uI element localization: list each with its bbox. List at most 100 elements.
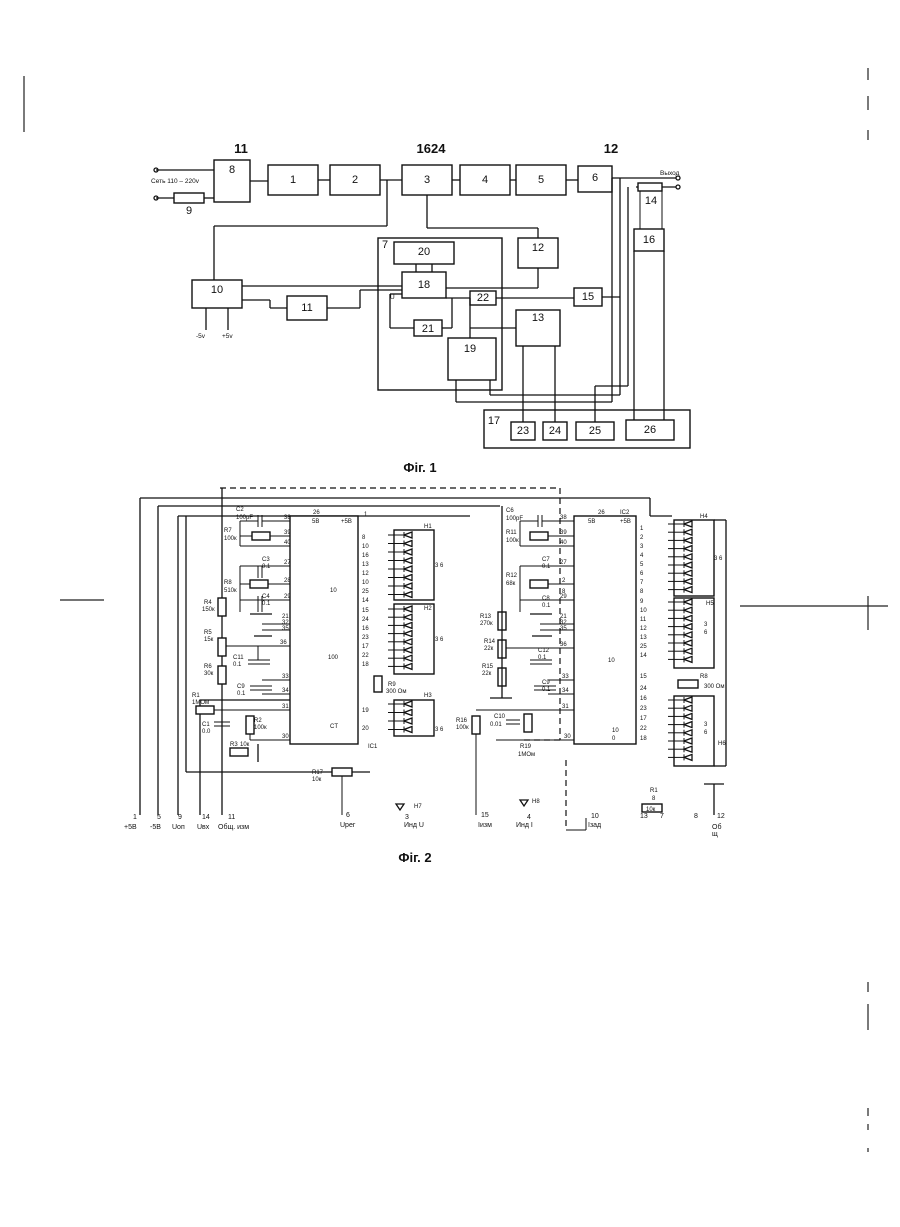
fig1-power-plus: +5v [222,333,233,340]
svg-text:2: 2 [640,535,644,541]
led-segment-h4-4 [684,546,692,552]
fig1-block-22-label: 22 [477,292,489,304]
svg-text:4: 4 [640,553,644,559]
svg-text:6: 6 [704,630,708,636]
comp-r15-ref: R15 [482,664,494,670]
svg-text:16: 16 [640,696,647,702]
led-segment-h4-1 [684,521,692,527]
svg-text:33: 33 [562,674,569,680]
fig1-top-label-1624: 1624 [417,141,447,156]
svg-text:24: 24 [640,686,647,692]
svg-text:19: 19 [362,708,369,714]
svg-text:14: 14 [640,653,647,659]
led-segment-h2-7 [404,655,412,661]
comp-c9-ref: C9 [237,684,245,690]
led-segment-h6-3 [684,713,692,719]
ic1-label-10: 10 [330,588,337,594]
ic1-label-ct: CT [330,724,338,730]
led-segment-h1-8 [404,592,412,598]
fig1-block-9 [174,193,204,203]
comp-c2-val: 100pF [236,515,253,521]
led-h8-label: H8 [532,799,540,805]
terminal-11-label: Общ. изм [218,824,249,831]
fig1-block-25-label: 25 [589,425,601,437]
svg-text:15: 15 [640,674,647,680]
svg-text:35: 35 [560,626,567,632]
svg-text:40: 40 [284,540,291,546]
terminal-1-label: +5B [124,824,137,831]
svg-text:27: 27 [284,560,291,566]
fig1-block-3-label: 3 [424,174,430,186]
fig2-caption: Фіг. 2 [398,850,431,865]
comp-r5-ref: R5 [204,630,212,636]
svg-text:3 6: 3 6 [714,556,723,562]
ic2-left-components: C6 100pF 38 R11 100к 39 40 C7 0.1 27 R12… [456,506,574,815]
svg-text:6: 6 [640,571,644,577]
led-segment-h1-7 [404,583,412,589]
led-segment-h1-6 [404,575,412,581]
svg-text:13: 13 [640,635,647,641]
svg-text:5: 5 [640,562,644,568]
terminal-7-num: 7 [660,813,664,820]
fig1-block-23-label: 23 [517,425,529,437]
svg-text:30: 30 [282,734,289,740]
comp-c11-ref: C11 [233,655,244,661]
led-segment-h3-1 [404,701,412,707]
fig1-top-label-11: 11 [234,141,248,156]
fig1-top-label-12: 12 [604,141,618,156]
svg-text:13: 13 [362,562,369,568]
svg-text:24: 24 [362,617,369,623]
svg-text:25: 25 [640,644,647,650]
comp-r7-val: 100к [224,536,237,542]
svg-text:18: 18 [640,736,647,742]
svg-text:18: 18 [362,662,369,668]
comp-r11-val: 100к [506,538,519,544]
comp-r1-ref: R1 [192,693,200,699]
svg-text:27: 27 [560,560,567,566]
led-segment-h1-1 [404,532,412,538]
terminal-13-num: 13 [640,813,648,820]
ic2-pin-5b: 5B [588,519,595,525]
scan-edge-marks [24,68,888,1152]
led-segment-h4-9 [684,587,692,593]
terminal-9-num: 9 [178,814,182,821]
display-h5: H5 3 6 [674,598,714,668]
svg-text:1: 1 [640,526,644,532]
terminal-6-num: 6 [346,812,350,819]
svg-text:38: 38 [284,515,291,521]
terminal-3-label: Инд U [404,822,424,829]
comp-r4-val: 150к [202,607,215,613]
led-segment-h2-4 [404,631,412,637]
svg-text:34: 34 [562,688,569,694]
terminal-3-num: 3 [405,814,409,821]
terminal-4-num: 4 [527,814,531,821]
svg-text:38: 38 [560,515,567,521]
comp-c8-val: 0.1 [542,603,551,609]
terminal-14-num: 14 [202,814,210,821]
led-h7-icon [396,804,404,810]
fig1-u-label: U [390,294,395,301]
led-segment-h1-5 [404,566,412,572]
comp-r13-val: 270к [480,621,493,627]
led-h8-icon [520,800,528,806]
figure-2-schematic: 26 5B +5B 1 10 100 CT IC1 26 5B +5B IC2 … [140,488,726,865]
led-segment-h5-7 [684,648,692,654]
svg-text:12: 12 [640,626,647,632]
svg-text:34: 34 [282,688,289,694]
ic1-name: IC1 [368,744,378,750]
led-segment-h1-2 [404,541,412,547]
svg-text:3: 3 [704,722,708,728]
comp-r3-ref: R3 [230,742,238,748]
led-segment-h3-4 [404,727,412,733]
comp-c9b-ref: C9 [542,680,550,686]
ic2-label-10b: 10 [612,728,619,734]
resistor-r9-val: 300 Ом [386,689,406,695]
svg-text:8: 8 [640,589,644,595]
fig1-block-21-label: 21 [422,323,434,335]
comp-c12-ref: C12 [538,648,550,654]
svg-text:3 6: 3 6 [435,727,444,733]
svg-text:9: 9 [640,599,644,605]
led-segment-h3-2 [404,710,412,716]
svg-text:6: 6 [704,730,708,736]
ic2-pin-26: 26 [598,510,605,516]
